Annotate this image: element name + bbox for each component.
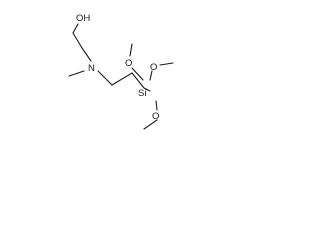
bond-c2-n bbox=[81, 47, 92, 62]
bond-o-right-methyl bbox=[159, 62, 174, 66]
chemical-structure: OH N Si O O O bbox=[68, 13, 174, 130]
bond-o-bottom-methyl bbox=[143, 119, 158, 130]
bond-si-o-left bbox=[131, 67, 144, 81]
bond-c1-c2 bbox=[72, 32, 83, 49]
bond-si-o-bottom bbox=[155, 100, 158, 111]
bond-oh-c1 bbox=[72, 23, 79, 34]
bond-lines bbox=[68, 23, 174, 130]
bond-o-left-methyl bbox=[129, 43, 133, 57]
bond-n-c3 bbox=[97, 70, 113, 86]
methoxy-oxygen-bottom-label: O bbox=[152, 111, 159, 122]
methoxy-oxygen-left-label: O bbox=[125, 58, 132, 69]
bond-si-o-right bbox=[149, 70, 153, 81]
methoxy-oxygen-right-label: O bbox=[150, 62, 157, 73]
bond-c3-c4 bbox=[111, 72, 133, 86]
nitrogen-label: N bbox=[88, 63, 95, 74]
silicon-label: Si bbox=[138, 88, 146, 99]
bond-n-methyl bbox=[68, 70, 85, 77]
bond-c4-c5 bbox=[131, 72, 145, 89]
bond-c5-si bbox=[143, 87, 151, 92]
hydroxyl-label: OH bbox=[76, 13, 90, 24]
